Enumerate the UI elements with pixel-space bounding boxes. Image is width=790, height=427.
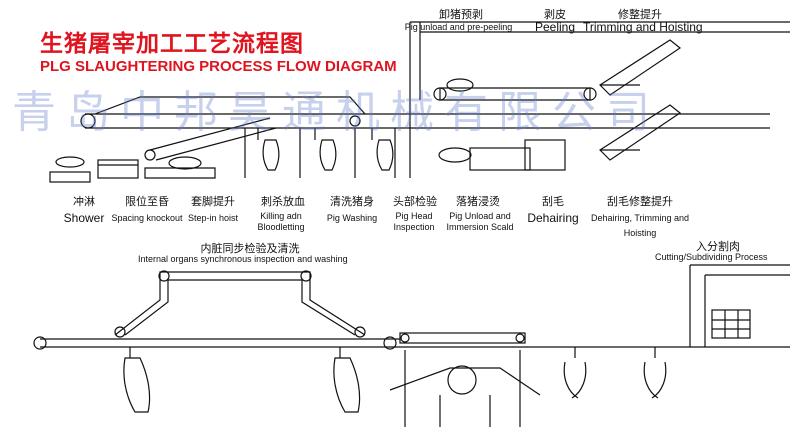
cutting-room	[689, 264, 790, 347]
stage-dehair-hoist-cn: 刮毛修整提升	[607, 195, 673, 208]
stage-hoist-cn: 套脚提升	[191, 195, 235, 208]
label-trimming-cn: 修整提升	[618, 8, 662, 21]
stage-shower-cn: 冲淋	[73, 195, 95, 208]
stage-scald-en: Pig Unload and Immersion Scald	[446, 211, 514, 232]
stage-dehair-cn: 刮毛	[542, 195, 564, 208]
diagram-title-cn: 生猪屠宰加工工艺流程图	[40, 31, 304, 57]
stage-washing-en: Pig Washing	[326, 213, 378, 223]
stage-scald-cn: 落猪浸烫	[456, 195, 500, 208]
label-trimming-en: Trimming and Hoisting	[583, 20, 703, 34]
label-cutting-cn: 入分割肉	[696, 240, 740, 253]
trimming-hoist	[599, 39, 682, 96]
label-peeling-cn: 剥皮	[544, 8, 566, 21]
diagram-title-en: PLG SLAUGHTERING PROCESS FLOW DIAGRAM	[40, 58, 397, 75]
label-organs-en: Internal organs synchronous inspection a…	[138, 254, 348, 264]
splitting-drum	[447, 365, 477, 395]
stage-killing-cn: 刺杀放血	[261, 195, 305, 208]
stage-killing-en: Killing adn Bloodletting	[257, 211, 305, 232]
label-unload-en: Pig unload and pre-peeling	[404, 22, 513, 32]
label-cutting-en: Cutting/Subdividing Process	[655, 252, 768, 262]
shower-booth	[97, 159, 139, 179]
stage-hoist-en: Step-in hoist	[187, 213, 239, 223]
stage-head-en: Pig Head Inspection	[393, 211, 435, 232]
organ-conveyor-loop	[114, 271, 366, 336]
label-organs-cn: 内脏同步检验及清洗	[200, 242, 300, 255]
stage-knockout-cn: 限位至昏	[125, 195, 169, 208]
label-unload-cn: 卸猪预剥	[439, 8, 483, 21]
stage-shower-en: Shower	[63, 211, 105, 225]
stage-dehair-en: Dehairing	[527, 211, 579, 225]
company-watermark: 青岛中邦昊通机械有限公司	[12, 87, 660, 138]
scald-tank	[469, 147, 531, 171]
hoist-incline	[149, 117, 271, 151]
stage-washing-cn: 清洗猪身	[330, 195, 374, 208]
stage-head-cn: 头部检验	[393, 195, 437, 208]
label-peeling-en: Peeling	[534, 20, 576, 34]
stage-knockout-en: Spacing knockout	[111, 213, 183, 223]
stage-dehair-hoist-en: Dehairing, Trimming and Hoisting	[590, 213, 690, 238]
dehair-hoist	[599, 104, 682, 161]
